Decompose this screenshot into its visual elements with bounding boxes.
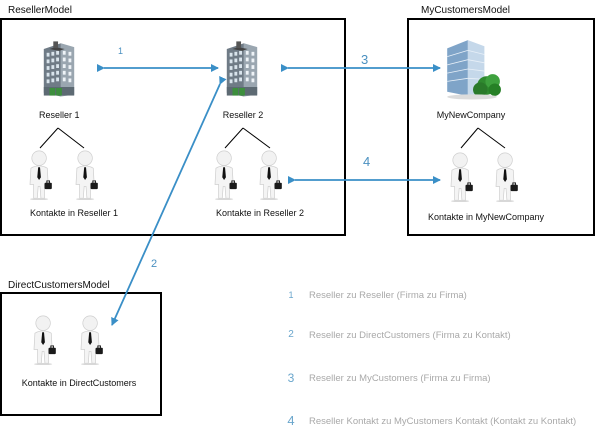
legend-text: Reseller zu MyCustomers (Firma zu Firma) <box>309 373 491 384</box>
legend-text: Reseller zu Reseller (Firma zu Firma) <box>309 290 467 301</box>
businessman-icon <box>450 152 474 202</box>
office-building-icon <box>226 41 258 97</box>
connection-label-3: 3 <box>361 52 369 67</box>
kontakte-directcustomers-caption: Kontakte in DirectCustomers <box>21 378 137 388</box>
directcustomers-model-box <box>0 292 162 416</box>
connection-label-2: 2 <box>151 258 158 270</box>
office-building-icon <box>43 41 75 97</box>
businessman-icon <box>214 150 238 200</box>
mycustomers-model-box <box>407 18 595 236</box>
businessman-icon <box>29 150 53 200</box>
businessman-icon <box>75 150 99 200</box>
mycustomers-model-title: MyCustomersModel <box>421 5 510 16</box>
reseller-model-title: ResellerModel <box>8 5 72 16</box>
connection-label-4: 4 <box>363 154 371 169</box>
businessman-icon <box>259 150 283 200</box>
businessman-icon <box>495 152 519 202</box>
legend-number: 2 <box>288 329 294 340</box>
green-office-building-icon <box>446 39 502 100</box>
kontakte-reseller2-caption: Kontakte in Reseller 2 <box>215 208 305 218</box>
reseller1-caption: Reseller 1 <box>39 110 80 120</box>
kontakte-reseller1-caption: Kontakte in Reseller 1 <box>29 208 119 218</box>
legend-number: 1 <box>288 290 294 300</box>
mynewcompany-caption: MyNewCompany <box>436 110 506 120</box>
businessman-icon <box>33 315 57 365</box>
businessman-icon <box>80 315 104 365</box>
legend-number: 4 <box>287 413 295 428</box>
legend-text: Reseller zu DirectCustomers (Firma zu Ko… <box>309 330 511 341</box>
connection-arrow-2 <box>111 75 227 326</box>
legend-text: Reseller Kontakt zu MyCustomers Kontakt … <box>309 416 577 427</box>
reseller2-caption: Reseller 2 <box>222 110 264 120</box>
kontakte-mynewcompany-caption: Kontakte in MyNewCompany <box>427 212 545 222</box>
legend-number: 3 <box>287 371 295 385</box>
directcustomers-model-title: DirectCustomersModel <box>8 280 110 291</box>
connection-label-1: 1 <box>118 46 124 56</box>
